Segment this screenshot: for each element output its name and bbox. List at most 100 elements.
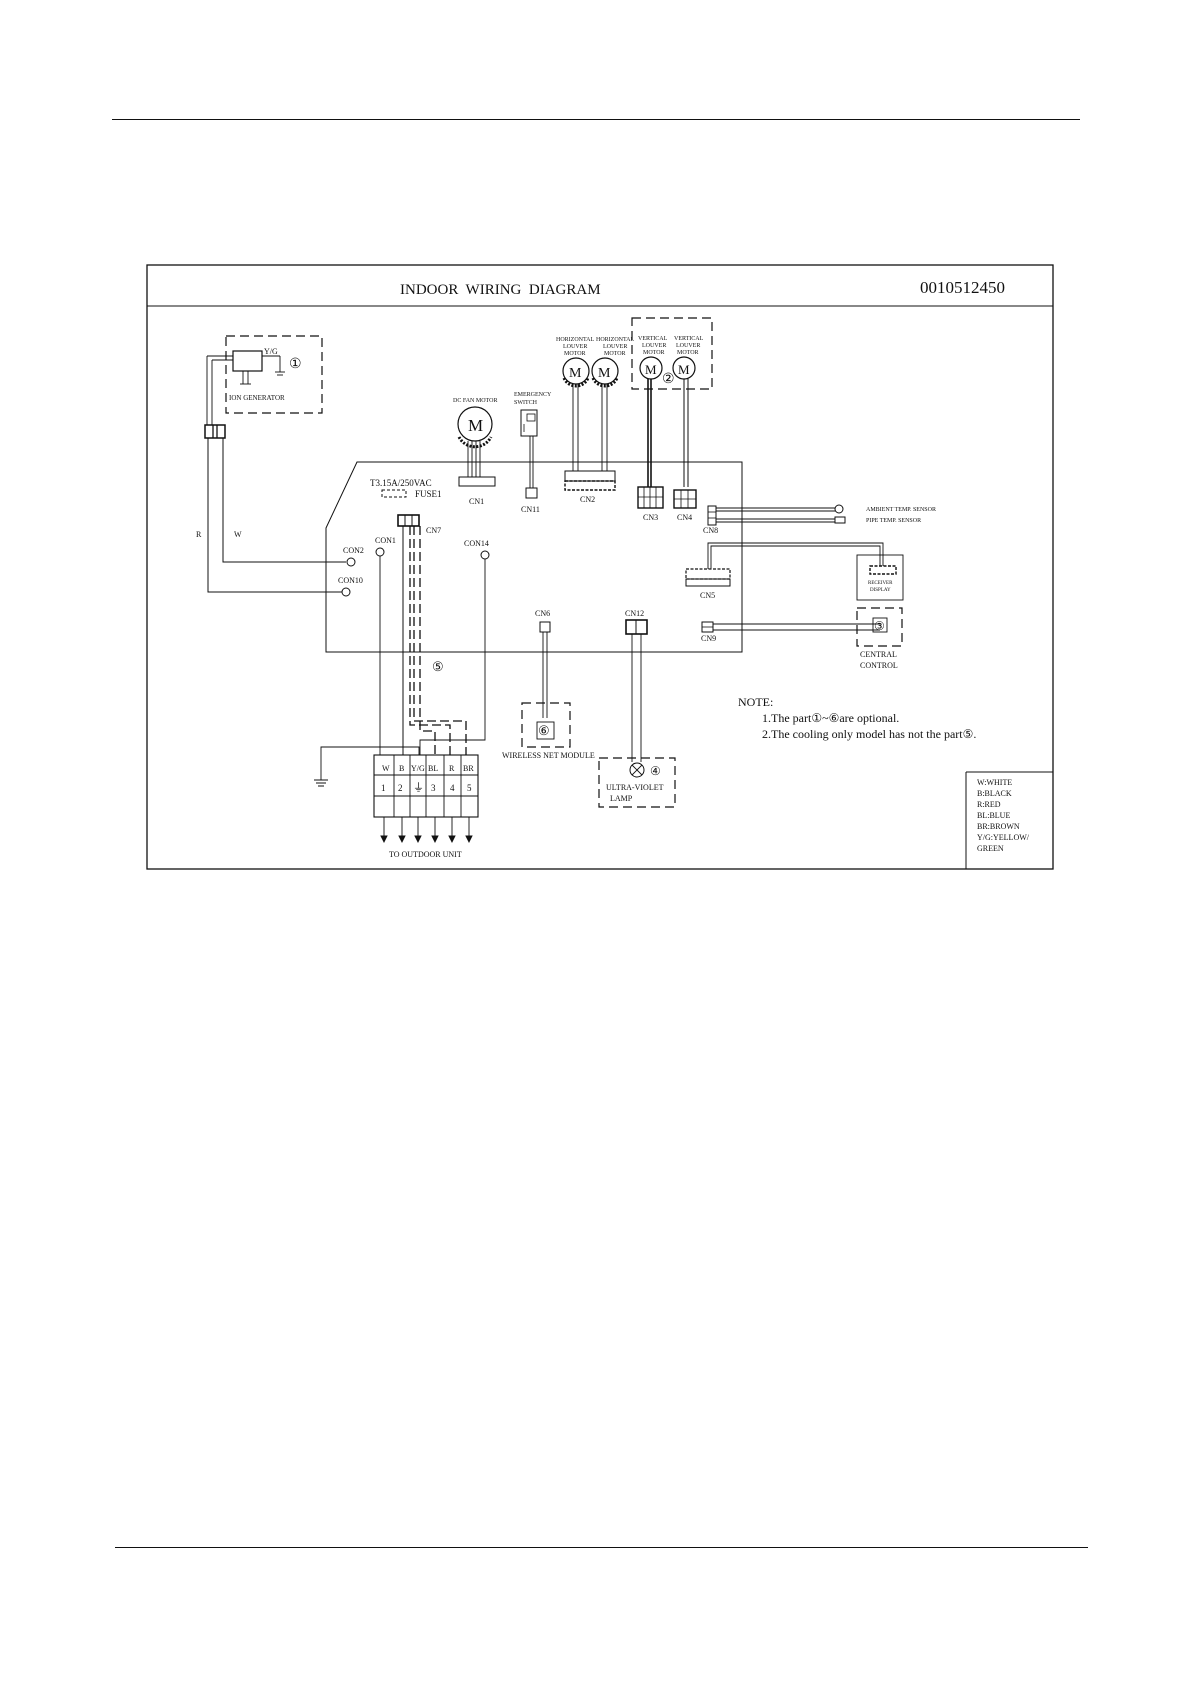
legend-entry: GREEN xyxy=(977,844,1004,853)
legend-entry: B:BLACK xyxy=(977,789,1012,798)
vlm2-label-2: LOUVER xyxy=(676,343,700,349)
uv-number: ④ xyxy=(650,764,661,778)
dc-fan-motor-symbol: M xyxy=(468,416,483,435)
hlm2-label-1: HORIZONTAL xyxy=(596,337,635,343)
hlm2-symbol: M xyxy=(598,366,611,381)
uv-label-2: LAMP xyxy=(610,794,633,803)
note-line-1: 1.The part①~⑥are optional. xyxy=(762,711,899,725)
legend-entry: BL:BLUE xyxy=(977,811,1010,820)
temp-sensors: AMBIENT TEMP. SENSOR PIPE TEMP. SENSOR C… xyxy=(703,504,936,535)
terminal-number: 3 xyxy=(431,783,436,793)
ion-yg-label: Y/G xyxy=(264,347,278,356)
cn6-label: CN6 xyxy=(535,609,550,618)
cn12-label: CN12 xyxy=(625,609,644,618)
terminal-wire-label: W xyxy=(382,764,390,773)
cn4-label: CN4 xyxy=(677,513,692,522)
wireless-net-module: CN6 ⑥ WIRELESS NET MODULE xyxy=(502,609,595,760)
diagram-title: INDOOR WIRING DIAGRAM xyxy=(400,282,601,298)
dc-fan-motor-label: DC FAN MOTOR xyxy=(453,398,497,404)
notes: NOTE: 1.The part①~⑥are optional. 2.The c… xyxy=(738,695,976,741)
wireless-label: WIRELESS NET MODULE xyxy=(502,751,595,760)
central-label-2: CONTROL xyxy=(860,661,898,670)
hlm2-label-2: LOUVER xyxy=(603,344,627,350)
hlm1-label-1: HORIZONTAL xyxy=(556,337,595,343)
terminal-wire-label: Y/G xyxy=(411,764,425,773)
ambient-sensor-label: AMBIENT TEMP. SENSOR xyxy=(866,507,936,513)
terminal-wire-label: B xyxy=(399,764,404,773)
vlm-number: ② xyxy=(662,372,675,387)
vlm1-symbol: M xyxy=(645,362,657,377)
terminal-number: 4 xyxy=(450,783,455,793)
central-control: CN9 ③ CENTRAL CONTROL xyxy=(701,607,903,670)
hlm1-symbol: M xyxy=(569,366,582,381)
terminal-block: W B Y/G BL R BR 1 2 ⏚ 3 4 5 TO OUTDOOR U… xyxy=(373,754,479,859)
cn5-label: CN5 xyxy=(700,591,715,600)
cn9-label: CN9 xyxy=(701,634,716,643)
terminal-number: 2 xyxy=(398,783,403,793)
hlm1-label-3: MOTOR xyxy=(564,351,586,357)
fuse-name: FUSE1 xyxy=(415,489,442,499)
receiver-label-2: DISPLAY xyxy=(870,588,891,593)
cn3-label: CN3 xyxy=(643,513,658,522)
terminal-number: 1 xyxy=(381,783,386,793)
pcb-board xyxy=(325,461,743,653)
con10-label: CON10 xyxy=(338,576,363,585)
pipe-sensor-label: PIPE TEMP. SENSOR xyxy=(866,518,921,524)
vertical-louver-motors: VERTICAL LOUVER MOTOR VERTICAL LOUVER MO… xyxy=(631,317,713,522)
emergency-switch-label-1: EMERGENCY xyxy=(514,392,552,398)
con-terminals: CON2 CON10 CON1 CON14 xyxy=(338,536,490,597)
drawing-code: 0010512450 xyxy=(920,278,1005,297)
uv-lamp: CN12 ④ ULTRA-VIOLET LAMP xyxy=(598,609,676,808)
cn7-label: CN7 xyxy=(426,526,441,535)
receiver-label-1: RECEIVER xyxy=(868,581,893,586)
wire-w-label: W xyxy=(234,530,242,539)
hlm1-label-2: LOUVER xyxy=(563,344,587,350)
legend-entry: W:WHITE xyxy=(977,778,1012,787)
con14-label: CON14 xyxy=(464,539,489,548)
horizontal-louver-motors: HORIZONTAL LOUVER MOTOR HORIZONTAL LOUVE… xyxy=(556,337,635,504)
legend-entry: Y/G:YELLOW/ xyxy=(977,833,1030,842)
cn7-wiring: CN7 ⑤ xyxy=(314,514,486,787)
cn8-label: CN8 xyxy=(703,526,718,535)
vlm2-label-3: MOTOR xyxy=(677,350,699,356)
bottom-rule xyxy=(115,1547,1088,1548)
ion-number: ① xyxy=(289,357,302,372)
wire-r-label: R xyxy=(196,530,202,539)
outdoor-arrows xyxy=(380,817,473,844)
hlm2-label-3: MOTOR xyxy=(604,351,626,357)
diagram-frame xyxy=(146,264,1054,870)
central-label-1: CENTRAL xyxy=(860,650,897,659)
vlm1-label-2: LOUVER xyxy=(642,343,666,349)
vlm1-label-1: VERTICAL xyxy=(638,336,668,342)
ion-leads: R W xyxy=(196,438,346,593)
emergency-switch: EMERGENCY SWITCH CN11 xyxy=(514,392,552,514)
terminal-wire-label: R xyxy=(449,764,455,773)
wireless-number: ⑥ xyxy=(538,723,550,738)
vlm2-symbol: M xyxy=(678,362,690,377)
top-rule xyxy=(112,119,1080,120)
terminal-wire-label: BR xyxy=(463,764,474,773)
terminal-number: ⏚ xyxy=(413,781,424,794)
terminal-number: 5 xyxy=(467,783,472,793)
fuse-rating: T3.15A/250VAC xyxy=(370,478,432,488)
color-legend: W:WHITE B:BLACK R:RED BL:BLUE BR:BROWN Y… xyxy=(965,771,1053,869)
vlm2-label-1: VERTICAL xyxy=(674,336,704,342)
cn7-number: ⑤ xyxy=(432,659,444,674)
legend-entry: BR:BROWN xyxy=(977,822,1020,831)
uv-label-1: ULTRA-VIOLET xyxy=(606,783,664,792)
cn2-label: CN2 xyxy=(580,495,595,504)
dc-fan-motor: DC FAN MOTOR M CN1 xyxy=(453,398,497,506)
central-number: ③ xyxy=(874,619,885,633)
con1-label: CON1 xyxy=(375,536,396,545)
to-outdoor-label: TO OUTDOOR UNIT xyxy=(389,850,462,859)
receiver-display: CN5 RECEIVER DISPLAY xyxy=(685,542,904,601)
con2-label: CON2 xyxy=(343,546,364,555)
fuse: T3.15A/250VAC FUSE1 xyxy=(370,478,442,499)
terminal-wire-label: BL xyxy=(428,764,438,773)
emergency-switch-label-2: SWITCH xyxy=(514,400,538,406)
vlm1-label-3: MOTOR xyxy=(643,350,665,356)
ion-generator: Y/G ① ION GENERATOR xyxy=(204,335,323,439)
cn11-label: CN11 xyxy=(521,505,540,514)
cn1-label: CN1 xyxy=(469,497,484,506)
